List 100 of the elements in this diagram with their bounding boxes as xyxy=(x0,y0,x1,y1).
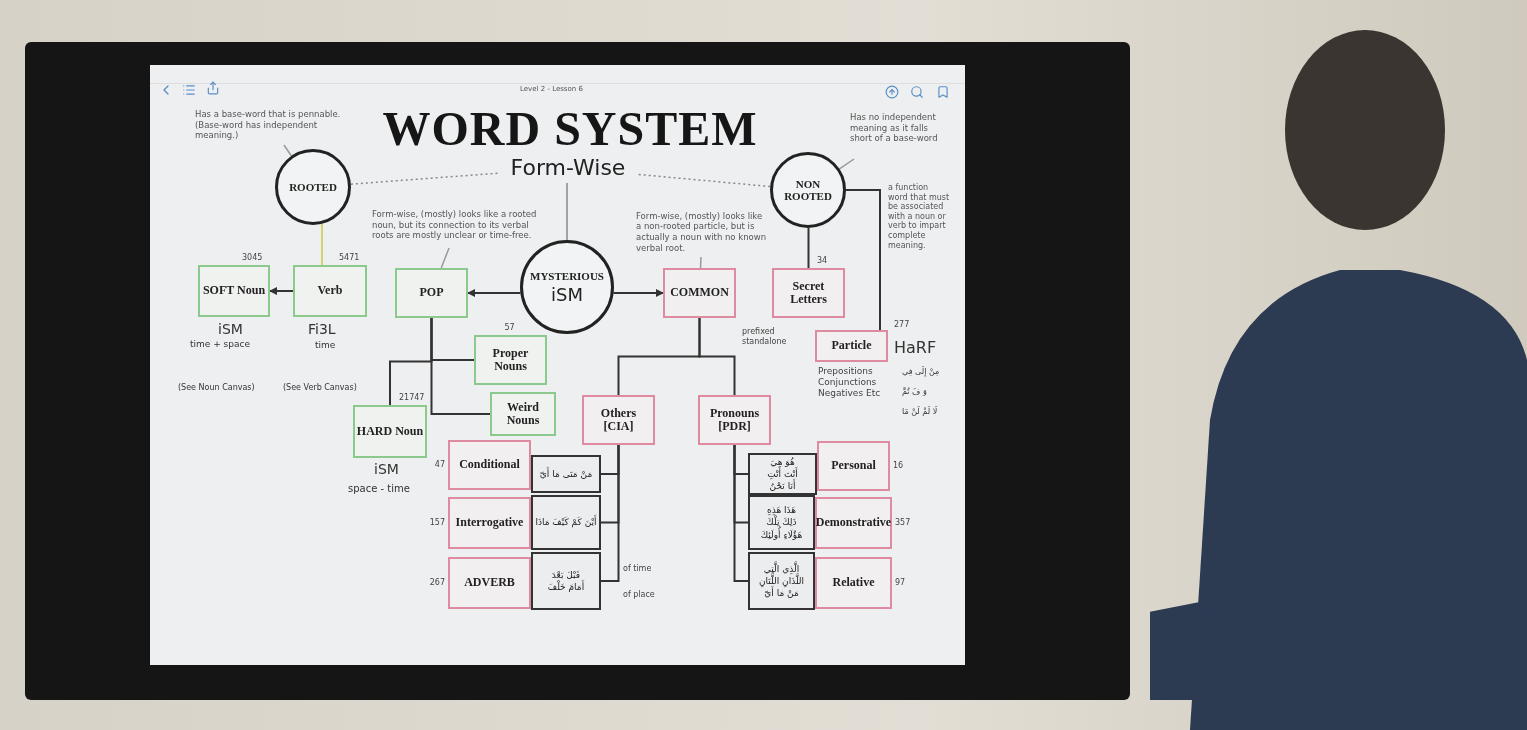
category-box xyxy=(490,392,556,436)
node-label: Has no independent meaning as it falls short of a base-word xyxy=(850,112,939,144)
category-box xyxy=(448,440,531,490)
annotation-text: (See Verb Canvas) xyxy=(283,383,357,393)
node-label: Demonstrative xyxy=(815,516,892,530)
connector-line xyxy=(283,144,293,157)
category-box xyxy=(198,265,270,317)
node-label: ADVERB xyxy=(464,576,515,590)
side-note: 21747 xyxy=(399,393,425,402)
node-label: [CIA] xyxy=(603,420,634,434)
arrow xyxy=(612,289,664,297)
connector-line xyxy=(807,227,810,269)
node-label: أَنْتَ أَنْتِ xyxy=(767,467,798,480)
node-label: قَبْلَ بَعْدَ xyxy=(551,568,581,580)
connector-line xyxy=(321,223,323,266)
category-box xyxy=(772,268,845,318)
example-cell xyxy=(531,495,601,550)
connector-line xyxy=(566,182,568,241)
connector-line xyxy=(440,247,450,269)
category-box xyxy=(817,441,890,491)
node-label: اللَّذَانِ اللَّتَانِ xyxy=(758,574,805,588)
annotation-text: HaRF xyxy=(894,338,937,358)
node-label: Others xyxy=(600,406,637,420)
annotation-text: وَ فَ ثُمَّ xyxy=(902,387,927,397)
side-note: 267 xyxy=(429,578,445,587)
node-label: COMMON xyxy=(670,286,729,300)
node-label: هُوَ هِيَ xyxy=(770,455,795,467)
node-label: SOFT Noun xyxy=(202,284,266,298)
diagram-title: WORD SYSTEM xyxy=(381,101,759,156)
category-box xyxy=(353,405,427,458)
side-note: 34 xyxy=(817,256,828,265)
connector-line xyxy=(699,256,702,269)
category-box xyxy=(582,395,655,445)
node-label: Weird Nouns xyxy=(505,400,541,428)
connector-line xyxy=(600,444,620,582)
annotation-text: time xyxy=(315,340,336,351)
side-note: 3045 xyxy=(242,253,263,262)
category-box xyxy=(293,265,367,317)
example-cell xyxy=(748,552,815,610)
annotation-text: space - time xyxy=(348,483,410,495)
annotation-text: iSM xyxy=(218,321,243,338)
node-label: POP xyxy=(419,286,444,300)
node-label: هَؤُلَاءِ أُولَئِكَ xyxy=(760,528,803,541)
connector-line xyxy=(845,189,881,331)
side-note: 47 xyxy=(434,460,445,469)
node-label: أَمَامَ خَلْفَ xyxy=(547,581,585,594)
node-label: مَنْ مَا أَيّ xyxy=(764,587,799,600)
side-note: 57 xyxy=(504,323,515,332)
side-note: of place xyxy=(623,590,655,599)
annotation-text: (See Noun Canvas) xyxy=(178,383,255,393)
category-box xyxy=(815,497,892,549)
node-label: Has a base-word that is pennable. (Base-word has independent meaning.) xyxy=(195,109,342,141)
category-box xyxy=(663,268,736,318)
node-label: هَذَا هَذِهِ xyxy=(767,504,796,516)
annotation-text: لَا لَمْ لَنْ مَا xyxy=(902,407,938,417)
annotation-text: Prepositions Conjunctions Negatives Etc xyxy=(818,366,882,399)
example-cell xyxy=(531,552,601,610)
node-label: ROOTED xyxy=(289,180,337,194)
connector-line xyxy=(698,317,736,396)
node-label: Form-wise, (mostly) looks like a rooted noun, but its connection to its verbal roots are mostly unclear or time-free. xyxy=(372,209,538,241)
side-note: 277 xyxy=(894,320,910,329)
annotation-text: a function word that must be associated with a noun or verb to impart complete meaning. xyxy=(888,183,950,251)
node-label: HARD Noun xyxy=(356,424,424,439)
annotation-text: time + space xyxy=(190,339,250,350)
node-label: Interrogative xyxy=(455,516,524,530)
node-label: Personal xyxy=(831,459,876,473)
node-label: مَنْ مَتَى مَا أَيّ xyxy=(539,467,593,481)
arrow xyxy=(467,289,522,297)
side-note: 157 xyxy=(429,518,445,527)
side-note: 357 xyxy=(895,518,911,527)
node-label: أَيْنَ كَمْ كَيْفَ مَاذَا xyxy=(535,516,597,529)
category-box xyxy=(448,497,531,549)
side-note: 97 xyxy=(895,578,906,587)
arrow xyxy=(269,287,294,295)
node-label: [PDR] xyxy=(718,420,751,434)
connector-line xyxy=(838,158,855,170)
node-label: الَّذِي الَّتِي xyxy=(763,562,800,575)
example-cell xyxy=(748,495,815,550)
category-box xyxy=(448,557,531,609)
node-label: iSM xyxy=(551,284,583,305)
side-note: 16 xyxy=(893,461,904,470)
category-box xyxy=(815,330,888,362)
category-box xyxy=(395,268,468,318)
connector-line xyxy=(733,444,749,582)
annotation-text: Fi3L xyxy=(308,321,336,338)
node-label: Relative xyxy=(832,576,875,590)
node-label: Pronouns xyxy=(709,406,760,420)
category-box xyxy=(698,395,771,445)
annotation-text: iSM xyxy=(374,461,399,478)
side-note: 5471 xyxy=(339,253,360,262)
node-label: Proper Nouns xyxy=(491,346,530,374)
node-label: Particle xyxy=(831,339,872,353)
category-box xyxy=(474,335,547,385)
connector-line xyxy=(430,317,491,415)
annotation-text: prefixed standalone xyxy=(742,327,788,347)
node-label: Verb xyxy=(317,284,343,298)
example-cell xyxy=(531,455,601,493)
side-note: of time xyxy=(623,564,652,573)
node-label: أَنَا نَحْنُ xyxy=(769,480,796,493)
node-label: Conditional xyxy=(459,458,520,472)
